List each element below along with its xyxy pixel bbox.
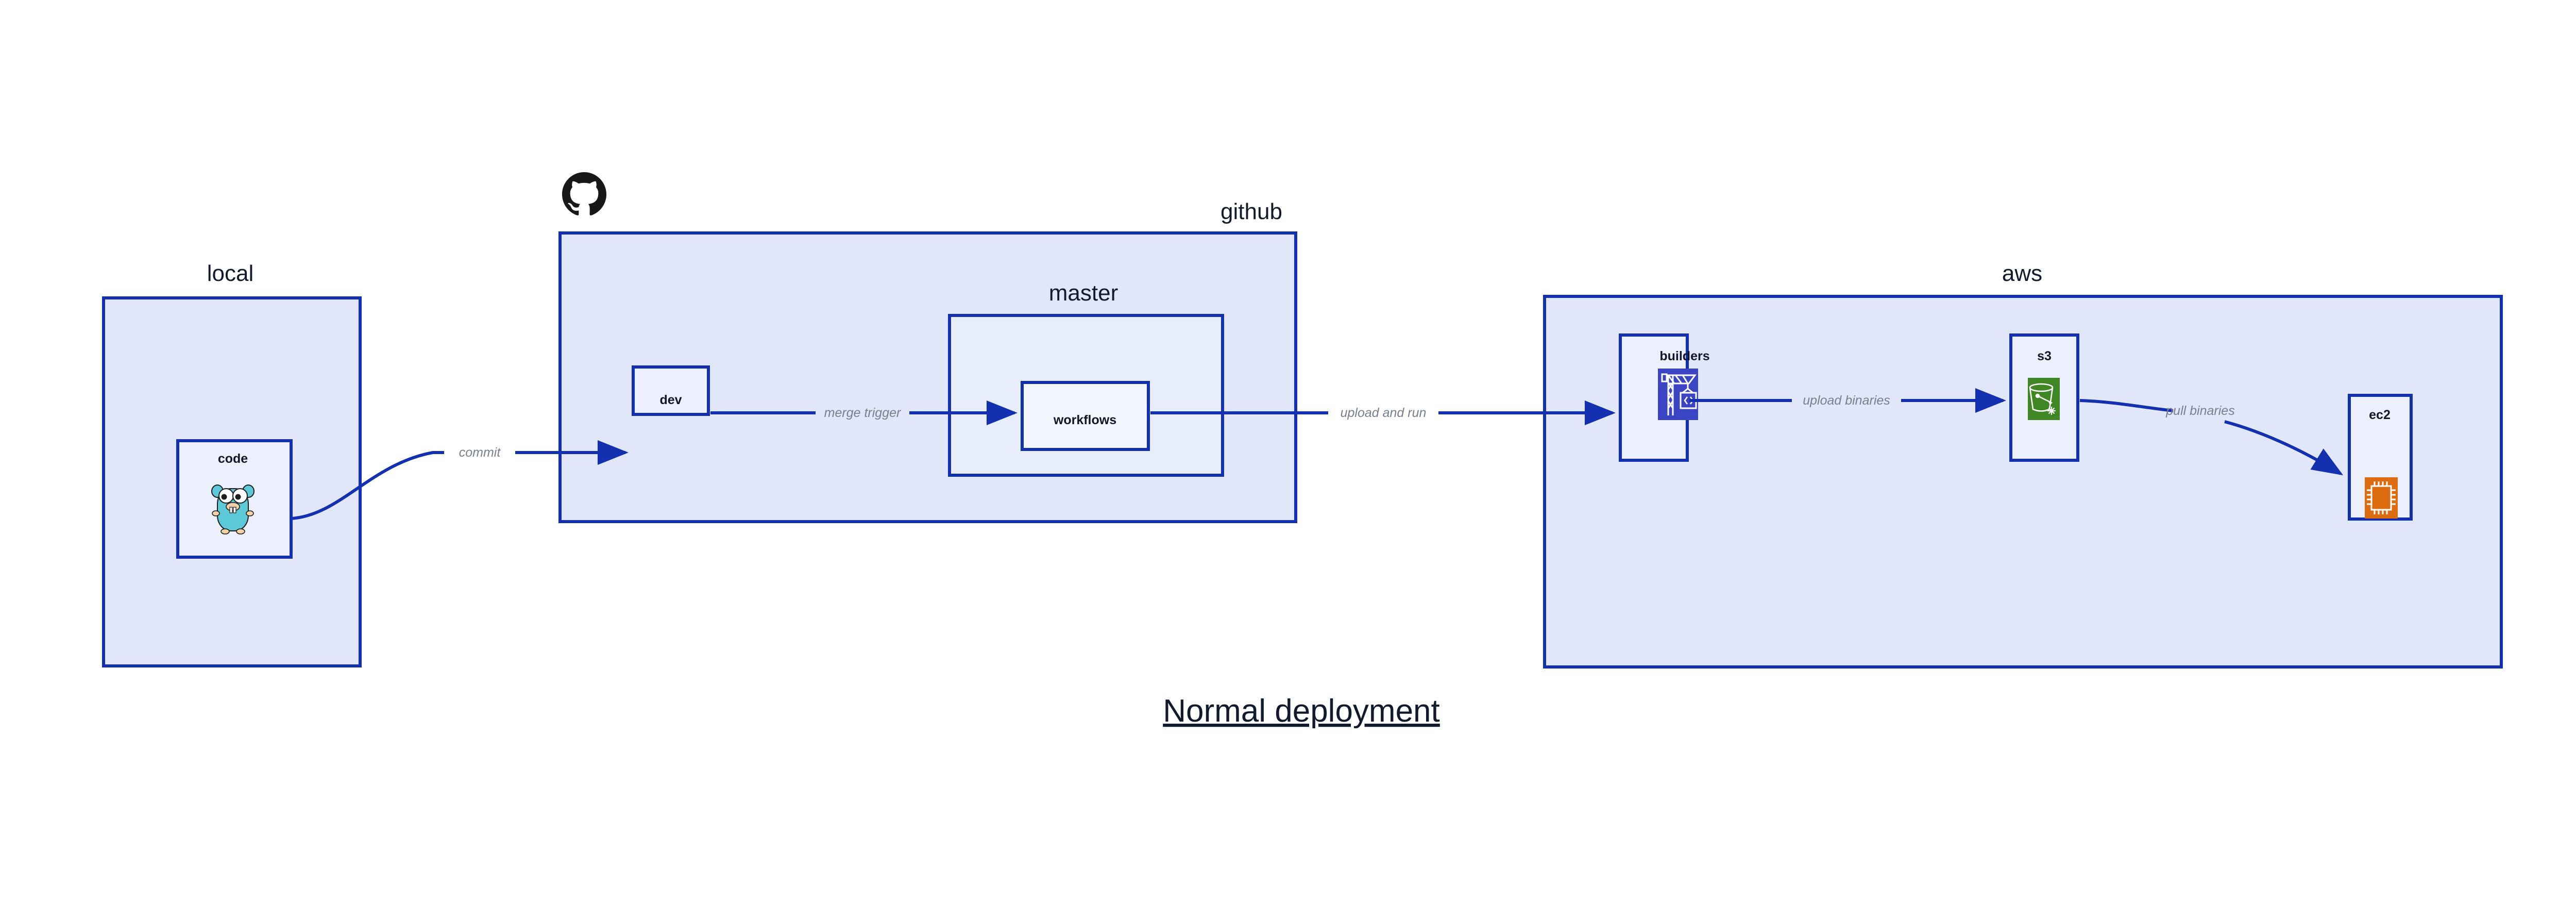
edge-commit-label: commit bbox=[459, 445, 501, 460]
edge-upload-and-run: upload and run bbox=[1150, 400, 1616, 425]
edge-merge-trigger-label: merge trigger bbox=[824, 406, 902, 420]
edge-commit: commit bbox=[291, 440, 629, 520]
node-builders[interactable]: builders bbox=[1619, 333, 1710, 462]
diagram-title: Normal deployment bbox=[1163, 693, 1440, 729]
edge-merge-trigger: merge trigger bbox=[710, 400, 1018, 425]
group-github-label: github bbox=[1221, 199, 1282, 224]
edge-upload-binaries: upload binaries bbox=[1689, 388, 2006, 413]
group-master: master workflows bbox=[948, 280, 1224, 477]
node-s3-label: s3 bbox=[2037, 349, 2052, 363]
edge-upload-binaries-label: upload binaries bbox=[1803, 393, 1890, 408]
node-s3[interactable]: s3 bbox=[2009, 333, 2079, 462]
node-workflows-label: workflows bbox=[1053, 413, 1116, 427]
node-s3-box[interactable] bbox=[2009, 333, 2079, 462]
node-code-label: code bbox=[218, 452, 248, 466]
aws-ec2-chip-icon bbox=[2365, 477, 2398, 519]
group-local: local code bbox=[102, 261, 362, 667]
aws-codebuild-crane-icon bbox=[1658, 369, 1698, 420]
github-octocat-logo bbox=[562, 172, 606, 215]
group-github: github dev master workflows bbox=[558, 172, 1297, 523]
go-gopher-icon bbox=[211, 485, 255, 534]
node-dev-box[interactable] bbox=[632, 365, 710, 416]
group-aws-label: aws bbox=[2002, 261, 2042, 286]
node-workflows[interactable]: workflows bbox=[1021, 381, 1150, 451]
group-master-label: master bbox=[1049, 280, 1118, 306]
node-dev[interactable]: dev bbox=[632, 365, 710, 416]
node-code[interactable]: code bbox=[176, 439, 293, 559]
aws-s3-bucket-icon bbox=[2028, 378, 2060, 420]
group-local-label: local bbox=[207, 261, 254, 286]
node-ec2-label: ec2 bbox=[2369, 408, 2391, 422]
node-workflows-box[interactable] bbox=[1021, 381, 1150, 451]
edge-pull-binaries-label: pull binaries bbox=[2165, 404, 2234, 418]
node-ec2[interactable]: ec2 bbox=[2348, 394, 2413, 521]
node-builders-label: builders bbox=[1659, 349, 1709, 363]
node-dev-label: dev bbox=[659, 393, 682, 407]
edge-pull-binaries: pull binaries bbox=[2079, 399, 2344, 476]
group-aws: aws builders bbox=[1543, 261, 2503, 669]
edge-upload-and-run-label: upload and run bbox=[1341, 406, 1427, 420]
